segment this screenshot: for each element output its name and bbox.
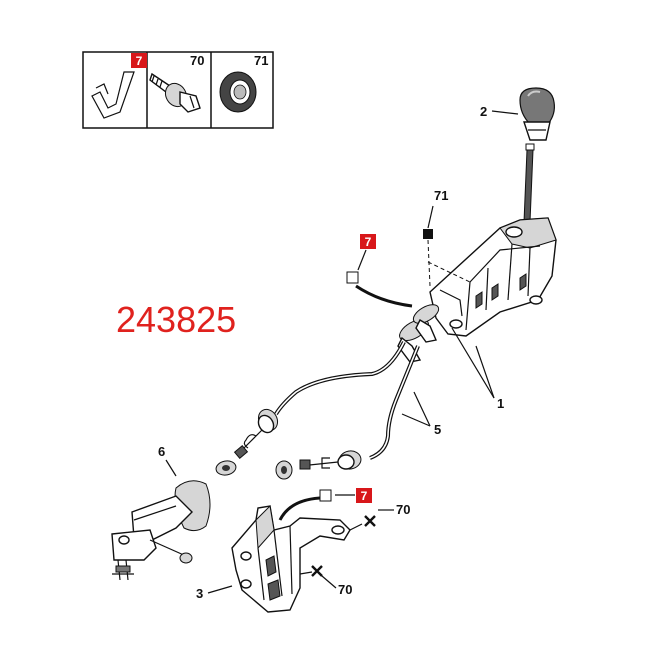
gear-cables: 5 bbox=[215, 304, 441, 480]
clip-marker-top-box bbox=[360, 234, 376, 249]
callout-screw-top: 70 bbox=[396, 502, 410, 517]
callout-clip-bottom: 7 bbox=[361, 489, 368, 503]
legend-washer-ref: 71 bbox=[254, 53, 268, 68]
guide-plate-marker: 71 bbox=[423, 188, 471, 287]
screw-icon bbox=[149, 72, 201, 113]
cross-icon-bottom bbox=[311, 565, 323, 577]
legend-cell-washer: 71 bbox=[219, 53, 268, 113]
empty-square-icon bbox=[346, 271, 359, 284]
callout-selector-bracket: 6 bbox=[158, 444, 165, 459]
selector-bracket: 6 bbox=[111, 444, 211, 581]
legend-cell-clip: 7 bbox=[91, 53, 147, 119]
callout-gear-knob: 2 bbox=[480, 104, 487, 119]
clip-hook-icon bbox=[95, 83, 109, 95]
lever-housing: 1 bbox=[429, 217, 557, 411]
part-number: 243825 bbox=[116, 299, 236, 340]
clip-wire bbox=[355, 284, 413, 308]
clip-marker-bottom: 7 bbox=[278, 488, 372, 521]
clip-icon bbox=[91, 71, 135, 119]
washer-icon bbox=[219, 71, 257, 113]
legend-table: 7 70 71 bbox=[82, 51, 274, 129]
callout-mounting-bracket: 3 bbox=[196, 586, 203, 601]
legend-cell-screw: 70 bbox=[149, 53, 204, 113]
clip-marker-top: 7 bbox=[346, 234, 413, 308]
callout-screw-bottom: 70 bbox=[338, 582, 352, 597]
screw-marker-bottom: 70 bbox=[299, 565, 352, 597]
callout-lever-housing: 1 bbox=[497, 396, 504, 411]
cross-icon bbox=[364, 515, 376, 527]
empty-square-icon-bottom bbox=[319, 489, 332, 502]
clip-wire-bottom bbox=[278, 496, 321, 521]
clip-marker-bottom-box bbox=[356, 488, 372, 503]
legend-clip-ref-box bbox=[131, 53, 147, 68]
gear-knob: 2 bbox=[480, 87, 555, 141]
callout-clip-top: 7 bbox=[365, 235, 372, 249]
screw-marker-top: 70 bbox=[349, 502, 410, 531]
gear-lever-rod bbox=[523, 143, 535, 223]
callout-guide-plate: 71 bbox=[434, 188, 448, 203]
mounting-bracket: 3 bbox=[196, 504, 351, 613]
legend-screw-ref: 70 bbox=[190, 53, 204, 68]
filled-square-icon bbox=[423, 229, 433, 239]
legend-clip-ref: 7 bbox=[136, 54, 143, 68]
callout-cables: 5 bbox=[434, 422, 441, 437]
